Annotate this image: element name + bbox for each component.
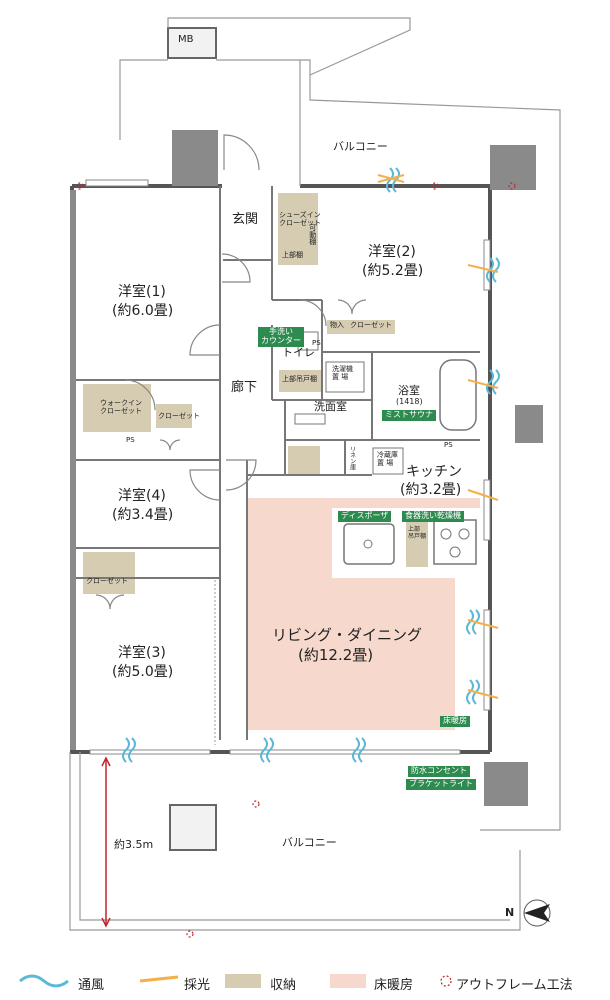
toilet-label: トイレ <box>282 346 315 359</box>
shoes-closet-label: シューズイン クローゼット <box>279 211 321 227</box>
closet-room1-label: クローゼット <box>158 412 200 420</box>
bracket-light-tag: ブラケットライト <box>406 779 476 790</box>
ps-label-c: PS <box>444 441 453 449</box>
outframe-marks <box>76 182 516 938</box>
hand-wash-tag: 手洗い カウンター <box>258 327 304 347</box>
balcony-depth-label: 約3.5m <box>114 838 154 851</box>
lighting-marks <box>377 174 499 699</box>
corner-cutout <box>455 578 482 733</box>
fridge-label: 冷蔵庫 置 場 <box>377 451 398 467</box>
room4-size: (約3.4畳) <box>112 507 174 523</box>
waterproof-outlet-tag: 防水コンセント <box>408 766 470 777</box>
room3-name: 洋室(3) <box>118 645 166 661</box>
doors <box>95 134 367 610</box>
closet-small-label: クローゼット <box>350 321 392 329</box>
living-size: (約12.2畳) <box>298 646 374 664</box>
room2-size: (約5.2畳) <box>362 263 424 279</box>
upper-cabinet-b-label: 上部吊戸棚 <box>282 375 317 383</box>
upper-cabinet-c-label: 上部 吊戸棚 <box>408 526 427 540</box>
interior-walls <box>76 186 480 740</box>
legend-swatches <box>19 974 452 988</box>
windows <box>85 179 491 755</box>
room2-name: 洋室(2) <box>368 244 416 260</box>
mb-box <box>167 27 217 59</box>
mb-label: MB <box>178 34 194 45</box>
balcony-dimension <box>101 756 111 928</box>
washroom-label: 洗面室 <box>314 400 347 413</box>
disposer-tag: ディスポーザ <box>338 511 392 522</box>
legend-floor-heating: 床暖房 <box>374 978 414 993</box>
legend-lighting: 採光 <box>184 978 211 993</box>
room1-name: 洋室(1) <box>118 284 166 300</box>
compass-icon <box>523 899 551 927</box>
dishwasher-tag: 食器洗い乾燥機 <box>402 511 464 522</box>
living-name: リビング・ダイニング <box>272 626 423 644</box>
linen-label: リネン庫 <box>348 446 356 470</box>
balcony-top-label: バルコニー <box>333 140 388 153</box>
storage-label: 物入 <box>330 321 344 329</box>
pillars <box>172 130 543 806</box>
ps-label-b: PS <box>126 436 135 444</box>
bathroom-size: (1418) <box>396 397 423 406</box>
bathtub <box>439 359 477 431</box>
washer-label: 洗濯機 置 場 <box>332 365 353 381</box>
entrance-label: 玄関 <box>232 212 259 227</box>
legend-ventilation: 通風 <box>78 978 105 993</box>
compass-north-label: N <box>505 906 515 919</box>
legend-outframe: アウトフレーム工法 <box>456 978 573 993</box>
floor-heating-tag: 床暖房 <box>440 716 470 727</box>
mist-sauna-tag: ミストサウナ <box>382 410 436 421</box>
bathroom-name: 浴室 <box>398 384 420 397</box>
room4-name: 洋室(4) <box>118 488 166 504</box>
walk-in-closet-label: ウォークイン クローゼット <box>100 399 142 415</box>
kitchen-name: キッチン <box>406 464 462 480</box>
room1-size: (約6.0畳) <box>112 303 174 319</box>
upper-cabinet-a-label: 上部棚 <box>282 251 303 259</box>
closet-room3-label: クローゼット <box>86 577 128 585</box>
kitchen-size: (約3.2畳) <box>400 482 462 498</box>
movable-shelf-label: 可動棚 <box>308 224 317 245</box>
balcony-bottom-label: バルコニー <box>282 836 337 849</box>
sink <box>343 523 395 565</box>
legend-storage: 収納 <box>270 978 297 993</box>
corridor-label: 廊下 <box>231 380 258 395</box>
room3-size: (約5.0畳) <box>112 664 174 680</box>
ps-label-a: PS <box>312 339 321 347</box>
storage-areas <box>83 193 428 594</box>
